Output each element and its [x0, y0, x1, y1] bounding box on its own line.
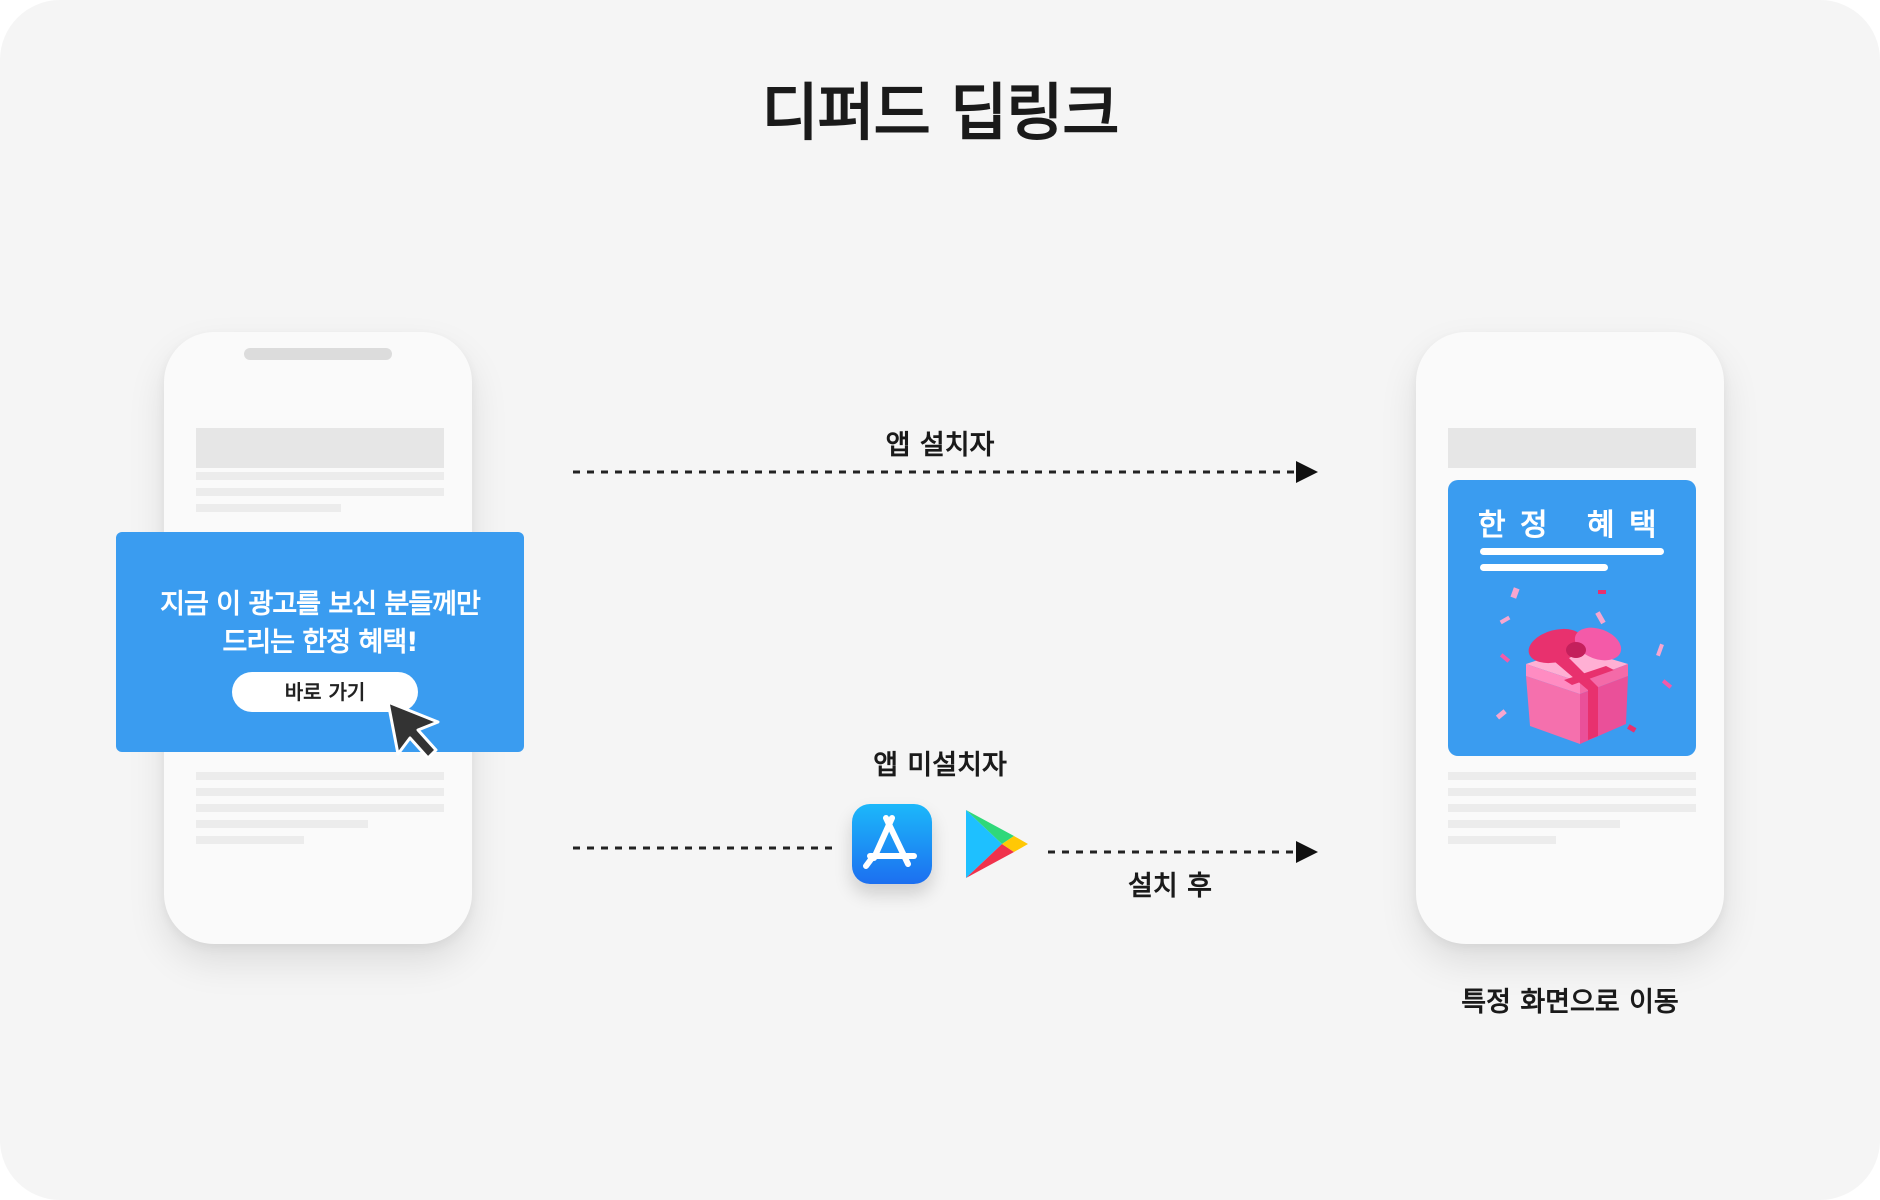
google-play-icon [966, 810, 1028, 878]
placeholder-line [1448, 788, 1696, 796]
placeholder-line [196, 488, 444, 496]
placeholder-line [1448, 836, 1556, 844]
ad-message: 지금 이 광고를 보신 분들께만 드리는 한정 혜택! [116, 586, 524, 662]
go-now-button[interactable]: 바로 가기 [232, 672, 418, 712]
placeholder-line [1448, 804, 1696, 812]
placeholder-line [1448, 772, 1696, 780]
after-install-arrow-head [1296, 841, 1318, 863]
promo-line [1480, 548, 1664, 555]
ad-banner: 지금 이 광고를 보신 분들께만 드리는 한정 혜택! 바로 가기 [116, 532, 524, 752]
placeholder-line [196, 788, 444, 796]
installed-label: 앱 설치자 [885, 430, 995, 461]
phone-notch [244, 348, 392, 360]
ad-message-line2: 드리는 한정 혜택! [222, 627, 419, 658]
placeholder-block [1448, 428, 1696, 468]
placeholder-line [196, 836, 304, 844]
gift-box-icon [1495, 587, 1673, 744]
installed-arrow-head [1296, 461, 1318, 483]
after-install-label: 설치 후 [1128, 871, 1212, 902]
placeholder-line [196, 804, 444, 812]
mouse-cursor-icon [386, 700, 440, 760]
placeholder-line [196, 504, 341, 512]
app-store-icon [852, 804, 932, 884]
placeholder-line [1448, 820, 1620, 828]
placeholder-block [196, 428, 444, 468]
promo-card: 한 정 혜 택 [1448, 480, 1696, 756]
ad-message-line1: 지금 이 광고를 보신 분들께만 [160, 589, 481, 620]
placeholder-line [196, 472, 444, 480]
diagram-title: 디퍼드 딥링크 [761, 76, 1120, 149]
promo-line [1480, 564, 1608, 571]
destination-caption: 특정 화면으로 이동 [1461, 987, 1679, 1018]
not-installed-label: 앱 미설치자 [873, 750, 1007, 781]
placeholder-line [196, 772, 444, 780]
placeholder-line [196, 820, 368, 828]
promo-title: 한 정 혜 택 [1478, 508, 1659, 543]
